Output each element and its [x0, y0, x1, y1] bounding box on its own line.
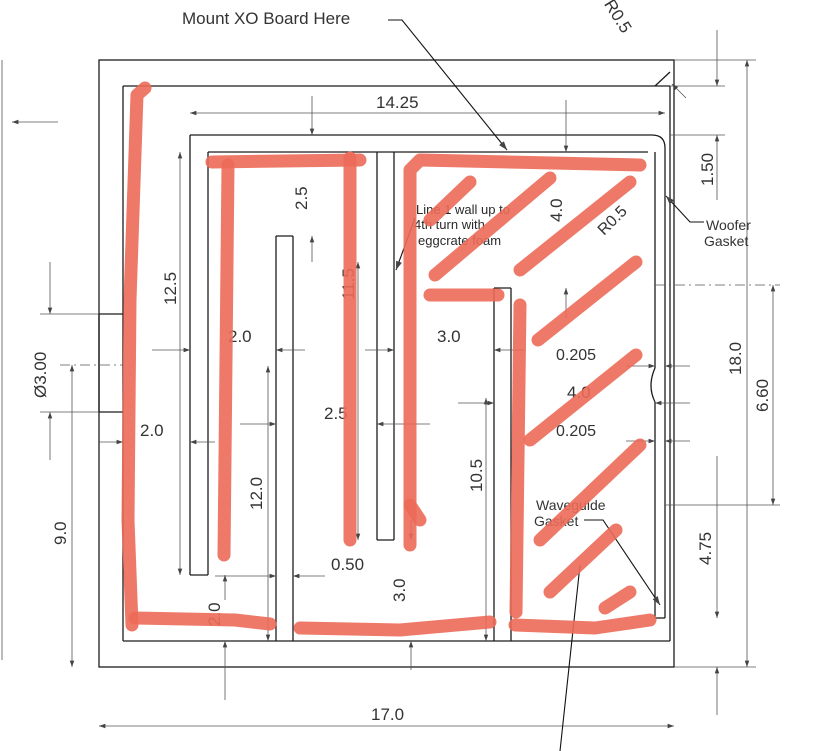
dim-2-0-left: 2.0 [140, 421, 164, 440]
corner-chamfer [654, 71, 671, 87]
hatch-6 [533, 438, 647, 547]
dim-dia-3-00: Ø3.00 [31, 352, 50, 398]
dim-1-50: 1.50 [698, 153, 717, 186]
markup-left-wall [121, 81, 152, 632]
dim-r-top: R0.5 [600, 0, 635, 36]
leader-mount-xo [388, 19, 508, 151]
top-panel [190, 134, 666, 149]
leader-woofer-gasket [665, 195, 704, 223]
dim-0-205-a: 0.205 [556, 347, 596, 364]
dim-0-50: 0.50 [331, 555, 364, 574]
dim-0-205-b: 0.205 [556, 423, 596, 440]
leader-bottom [559, 564, 581, 751]
dimension-lines [1, 30, 780, 729]
markup-panel-d-fill [509, 298, 527, 619]
baffle-notch [650, 367, 656, 403]
dim-2-5-top: 2.5 [292, 186, 311, 210]
markup-bottom-right [508, 613, 657, 635]
callout-woofer-1: Woofer [706, 217, 751, 233]
dim-2-5-mid: 2.5 [324, 404, 348, 423]
hatch-1 [423, 175, 477, 227]
callout-mount-xo: Mount XO Board Here [182, 9, 350, 28]
dim-18-0: 18.0 [726, 342, 745, 375]
hatch-4 [531, 255, 643, 347]
leader-lines [388, 19, 704, 751]
markup-blob [403, 498, 427, 527]
dim-14-25: 14.25 [376, 93, 419, 112]
hatch-3 [513, 175, 637, 277]
dim-3-0-mid: 3.0 [437, 327, 461, 346]
dim-10-5: 10.5 [467, 459, 486, 492]
dim-6-60: 6.60 [753, 379, 772, 412]
dim-12-5: 12.5 [161, 272, 180, 305]
dim-2-0-mid: 2.0 [228, 327, 252, 346]
hatch-5 [523, 348, 643, 447]
dim-3-0-bottom: 3.0 [390, 578, 409, 602]
markup-top-first [205, 153, 367, 169]
hatch-2 [428, 171, 557, 282]
markup-panel-a-fill [217, 158, 235, 562]
markup-bottom-left [128, 611, 277, 631]
dim-12-0: 12.0 [247, 477, 266, 510]
dim-17-0: 17.0 [371, 705, 404, 724]
dim-9-0: 9.0 [51, 521, 70, 545]
hatch-8 [598, 585, 637, 615]
internal-baffles [189, 134, 666, 641]
red-markup [121, 81, 657, 637]
callout-woofer-2: Gasket [704, 233, 748, 249]
hatch-7 [543, 523, 623, 599]
markup-top-second [403, 153, 647, 552]
dim-4-0-top: 4.0 [547, 198, 566, 222]
dimline-r-top [671, 83, 687, 99]
dim-4-75: 4.75 [696, 532, 715, 565]
leader-waveguide-gasket [584, 519, 661, 606]
markup-bottom-mid [293, 615, 497, 637]
